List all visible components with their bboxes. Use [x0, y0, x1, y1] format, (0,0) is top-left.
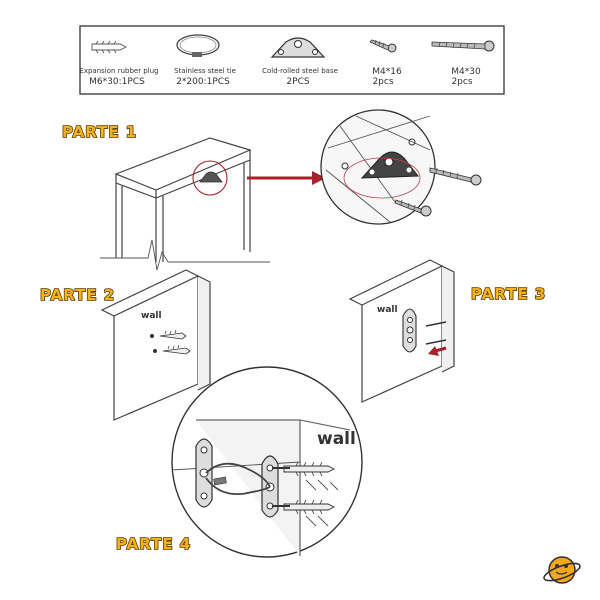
steel-tie-icon [205, 462, 271, 496]
part-3-spec: 2PCS [286, 77, 309, 87]
part-1-spec: M6*30:1PCS [89, 77, 145, 87]
steel-base-icon [270, 37, 326, 58]
steel-base-icon [402, 308, 417, 353]
zoom-arrow [247, 171, 326, 185]
furniture-bracket [195, 438, 213, 508]
part-5-spec: 2pcs [451, 77, 472, 87]
screw-long-parte1 [429, 167, 482, 186]
furniture-illustration [100, 137, 270, 271]
part-5-name: M4*30 [451, 67, 481, 77]
expansion-plug-icon [150, 329, 187, 340]
step-1-label: PARTE 1 [62, 123, 137, 141]
wall-label-2: wall [141, 311, 162, 321]
expansion-plug-icon [91, 40, 128, 54]
part-4-spec: 2pcs [372, 77, 393, 87]
detail-circle-parte4: wall [171, 366, 363, 558]
short-screw-icon [369, 39, 397, 53]
install-arrow [428, 346, 447, 356]
step-4-label: PARTE 4 [116, 535, 191, 553]
part-1-name: Expansion rubber plug [79, 67, 158, 75]
part-4-name: M4*16 [372, 67, 402, 77]
step-2-label: PARTE 2 [40, 286, 115, 304]
steel-tie-icon [176, 34, 220, 57]
screw-short-parte1 [394, 199, 432, 217]
long-screw-icon [431, 40, 495, 52]
zoom-detail-bracket [320, 109, 436, 225]
expansion-plug-icon [153, 344, 191, 355]
wall-label-3: wall [377, 305, 398, 315]
part-2-name: Stainless steel tie [174, 67, 236, 75]
expansion-plug-icon [283, 461, 336, 477]
wall-panel-parte2: wall [100, 269, 211, 421]
wall-label-4: wall [317, 429, 356, 449]
planet-logo [543, 556, 581, 584]
part-2-spec: 2*200:1PCS [176, 77, 230, 87]
parts-list-panel: Expansion rubber plug M6*30:1PCS Stainle… [79, 25, 505, 95]
step-3-label: PARTE 3 [471, 285, 546, 303]
wall-panel-parte3: wall [348, 259, 455, 403]
expansion-plug-icon [283, 499, 336, 515]
part-3-name: Cold-rolled steel base [262, 67, 338, 75]
